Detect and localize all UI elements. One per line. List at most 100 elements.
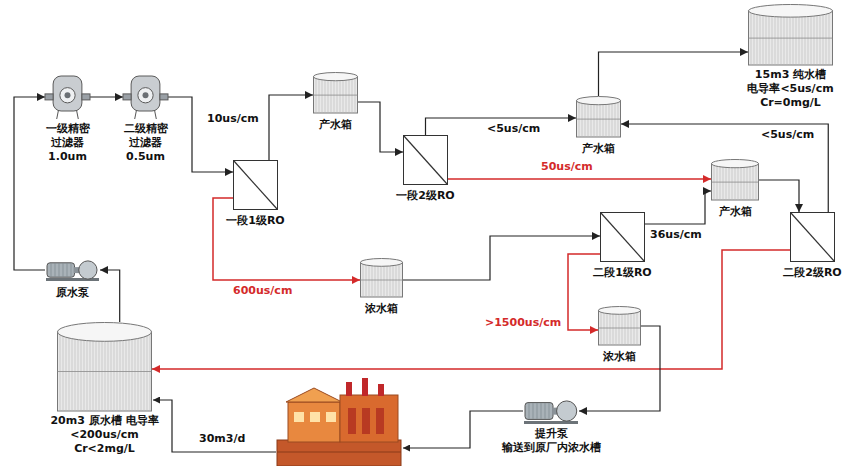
water-tank-icon bbox=[748, 4, 833, 66]
water-tank: 产水箱 bbox=[312, 72, 359, 132]
filter-leg bbox=[155, 110, 157, 119]
node-label: 浓水箱 bbox=[603, 350, 636, 364]
tank-top bbox=[58, 323, 152, 342]
ro-frame bbox=[404, 136, 448, 185]
factory-line bbox=[277, 452, 401, 453]
motor-fins bbox=[529, 403, 549, 419]
fin bbox=[541, 403, 542, 419]
tank-body bbox=[314, 77, 358, 113]
fin bbox=[55, 263, 56, 276]
node-label: 产水箱 bbox=[719, 205, 752, 219]
node-label: 产水箱 bbox=[319, 118, 352, 132]
chimney bbox=[362, 378, 368, 396]
flow-pipe bbox=[599, 52, 749, 96]
water-tank-icon bbox=[313, 72, 358, 114]
tank-top bbox=[599, 307, 641, 315]
tank-band bbox=[577, 119, 621, 120]
filter-vessel-icon bbox=[45, 75, 90, 120]
tank-band bbox=[361, 280, 403, 281]
tank-body bbox=[712, 164, 759, 200]
ro-membrane bbox=[234, 161, 278, 210]
node-label: 原水泵 bbox=[56, 286, 89, 300]
pump-base bbox=[524, 421, 578, 424]
water-tank: 浓水箱 bbox=[359, 258, 404, 316]
factory-illustration bbox=[277, 378, 401, 466]
water-tank-icon bbox=[57, 322, 152, 412]
fin bbox=[51, 263, 52, 276]
fin bbox=[67, 263, 68, 276]
flow-pipe bbox=[448, 178, 711, 180]
tank-top bbox=[361, 259, 403, 267]
conductivity-label: 600us/cm bbox=[232, 284, 293, 297]
ro-membrane bbox=[404, 136, 448, 185]
pipe bbox=[153, 400, 276, 452]
pump: 原水泵 bbox=[44, 258, 101, 300]
flow-pipe bbox=[213, 198, 360, 280]
pump-coupling bbox=[74, 267, 80, 273]
ro-unit: 二段1级RO bbox=[592, 212, 653, 280]
tank-top bbox=[577, 97, 621, 105]
filter-vessel: 一级精密 过滤器 1.0um bbox=[42, 75, 94, 164]
tank-band bbox=[599, 328, 641, 329]
filter-vessel: 二级精密 过滤器 0.5um bbox=[120, 75, 172, 164]
fin bbox=[545, 403, 546, 419]
tank-band bbox=[749, 38, 833, 39]
node-label: 15m3 纯水槽 电导率<5us/cm Cr=0mg/L bbox=[741, 68, 841, 109]
filter-flange bbox=[45, 94, 53, 100]
fin bbox=[549, 403, 550, 419]
tank-band bbox=[58, 371, 152, 372]
pump-motor bbox=[525, 403, 553, 420]
tank-top bbox=[314, 73, 358, 81]
tank-band bbox=[314, 95, 358, 96]
flow-pipe bbox=[90, 96, 123, 97]
node-label: 一段2级RO bbox=[396, 189, 454, 203]
filter-leg bbox=[77, 110, 79, 119]
node-label: 一段1级RO bbox=[226, 214, 284, 228]
tower bbox=[362, 408, 370, 434]
filter-body bbox=[53, 76, 82, 111]
water-tank-icon bbox=[360, 258, 403, 298]
tower bbox=[348, 408, 356, 434]
ro-unit-icon bbox=[600, 212, 645, 262]
filter-vessel-icon bbox=[123, 75, 168, 120]
filter-hub bbox=[143, 92, 149, 98]
pump: 提升泵 输送到原厂内浓水槽 bbox=[498, 397, 605, 455]
flow-pipe bbox=[568, 254, 600, 330]
filter-hub bbox=[65, 92, 71, 98]
filter-face bbox=[60, 88, 75, 103]
flow-pipe bbox=[168, 97, 233, 172]
flow-pipe bbox=[621, 124, 828, 212]
filter-flange bbox=[123, 94, 131, 100]
node-label: 提升泵 输送到原厂内浓水槽 bbox=[499, 427, 604, 455]
window bbox=[326, 412, 336, 422]
flow-rate-label: 30m3/d bbox=[198, 432, 246, 445]
tower bbox=[376, 408, 384, 434]
pump-head bbox=[557, 401, 577, 421]
ro-unit-icon bbox=[790, 212, 835, 262]
water-tank: 产水箱 bbox=[710, 159, 760, 219]
pump-motor bbox=[47, 263, 75, 277]
ro-unit: 二段2级RO bbox=[782, 212, 843, 280]
fin bbox=[533, 403, 534, 419]
ro-unit: 一段1级RO bbox=[225, 160, 286, 228]
window bbox=[310, 412, 320, 422]
tank-top bbox=[712, 160, 759, 168]
ro-frame bbox=[791, 213, 835, 262]
pump-head bbox=[79, 261, 97, 279]
conductivity-label: 50us/cm bbox=[540, 160, 594, 173]
pump-icon bbox=[45, 258, 100, 282]
fin bbox=[59, 263, 60, 276]
conductivity-label: 10us/cm bbox=[206, 112, 260, 125]
water-tank: 浓水箱 bbox=[597, 306, 642, 364]
water-tank-icon bbox=[576, 96, 621, 138]
node-label: 二段1级RO bbox=[593, 266, 651, 280]
tank-body bbox=[599, 310, 641, 345]
conductivity-label: <5us/cm bbox=[760, 128, 815, 141]
filter-face bbox=[138, 88, 153, 103]
conductivity-label: 36us/cm bbox=[649, 228, 703, 241]
fin bbox=[71, 263, 72, 276]
window bbox=[294, 412, 304, 422]
node-label: 二段2级RO bbox=[783, 266, 841, 280]
flow-pipe bbox=[358, 102, 403, 152]
ro-frame bbox=[601, 213, 645, 262]
